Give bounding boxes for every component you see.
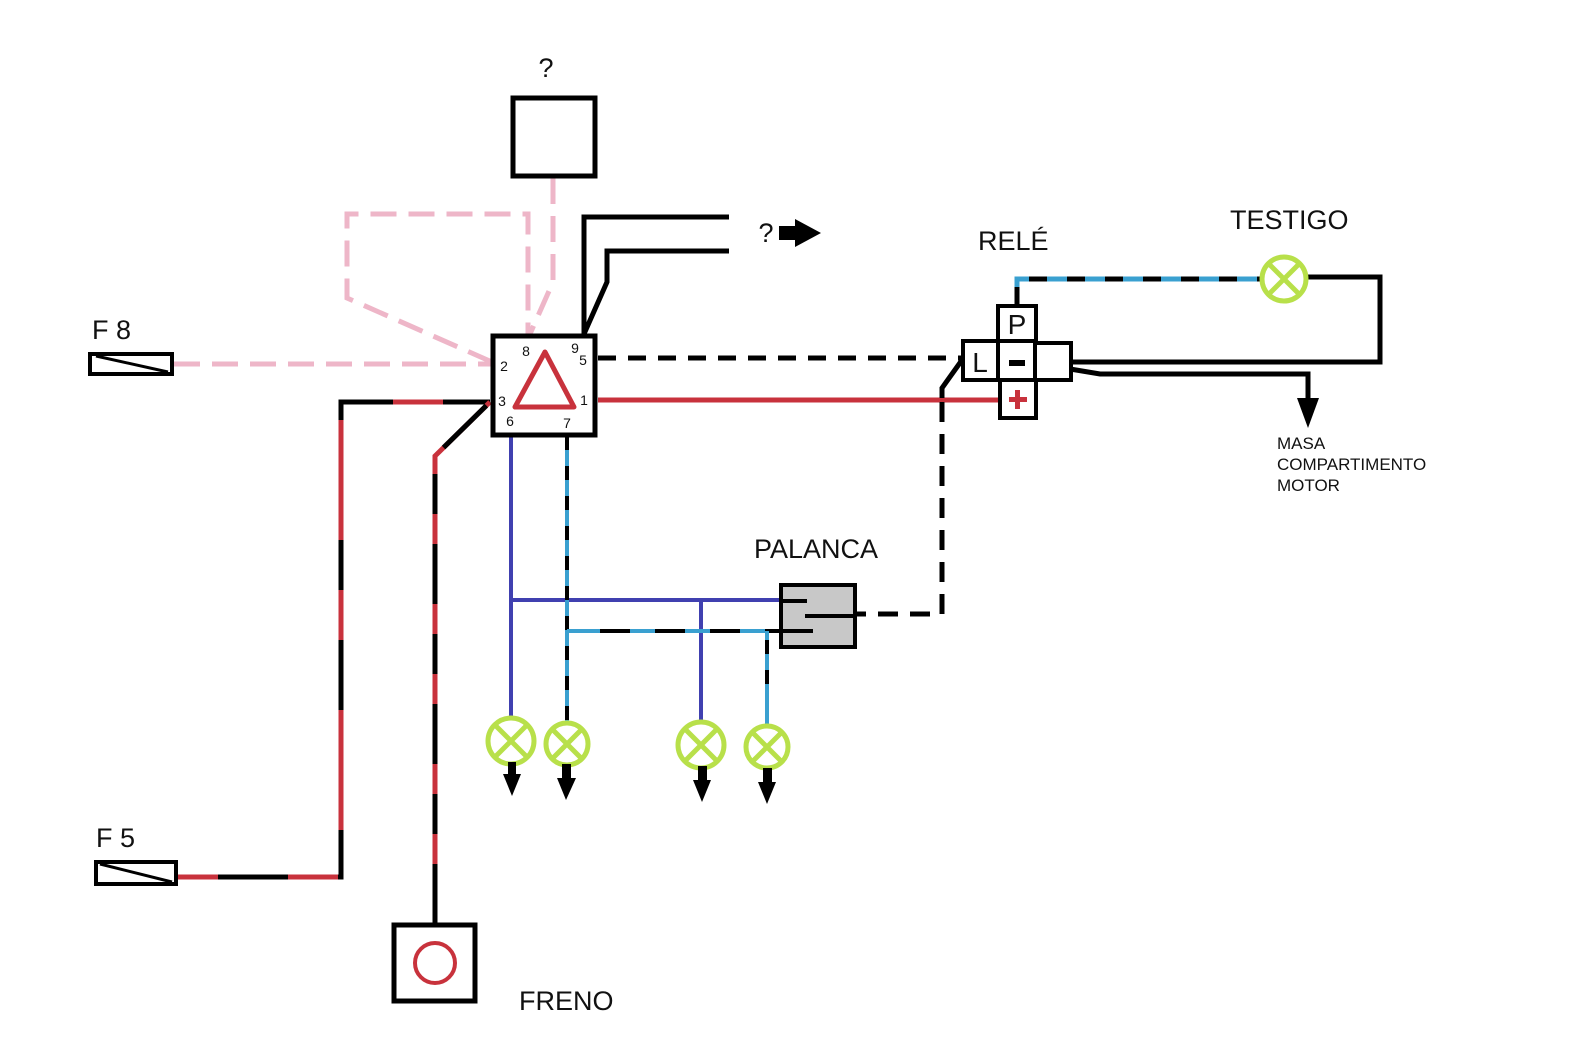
wire-pink-loop <box>344 211 531 365</box>
fuse-f8[interactable] <box>88 352 174 376</box>
wire-pin9-to-unknown <box>581 214 729 336</box>
relay[interactable]: P L <box>961 304 1073 420</box>
fuse-f5[interactable] <box>94 860 178 886</box>
testigo-lamp[interactable] <box>1259 254 1309 304</box>
hazard-triangle-icon <box>512 349 577 410</box>
fuse-f8-label: F 8 <box>92 315 131 345</box>
pin-8: 8 <box>522 343 530 359</box>
pin-9: 9 <box>571 340 579 356</box>
wire-unknown-to-pin8 <box>527 178 556 336</box>
wire-testigo-to-relay-minus <box>1040 274 1383 365</box>
masa-label-1: MASA <box>1277 434 1326 453</box>
ground-arrow-icon <box>1297 398 1319 428</box>
wire-pin7-cyan <box>565 436 782 724</box>
unknown-arrow-label: ? <box>758 218 773 248</box>
pin-1: 1 <box>580 392 588 408</box>
ground-arrow-icon <box>503 774 521 796</box>
lamp-4[interactable] <box>743 723 791 804</box>
relay-terminal-l: L <box>972 347 988 378</box>
pin-5: 5 <box>579 352 587 368</box>
wire-relay-l-to-palanca <box>939 358 965 398</box>
wire-relay-l-to-palanca-dashed <box>857 402 945 617</box>
masa-label-3: MOTOR <box>1277 476 1340 495</box>
ground-arrow-icon <box>557 778 576 800</box>
pin-2: 2 <box>500 358 508 374</box>
wire-f5-to-pin3 <box>178 399 490 880</box>
wire-relay-p-to-testigo <box>1014 276 1260 305</box>
hazard-switch[interactable]: 8 9 5 2 3 1 6 7 <box>490 333 598 438</box>
lamp-2[interactable] <box>543 720 591 800</box>
relay-terminal-plus <box>1009 390 1027 409</box>
right-arrow-icon <box>779 219 821 247</box>
pin-7: 7 <box>563 415 571 431</box>
relay-label: RELÉ <box>978 226 1049 256</box>
relay-terminal-minus <box>1009 360 1025 366</box>
unknown-box-label: ? <box>538 53 553 83</box>
testigo-label: TESTIGO <box>1230 205 1349 235</box>
palanca[interactable] <box>779 583 857 649</box>
palanca-label: PALANCA <box>754 534 878 564</box>
relay-terminal-p: P <box>1008 309 1027 340</box>
ground-arrow-icon <box>693 780 711 802</box>
pin-6: 6 <box>506 413 514 429</box>
unknown-box[interactable] <box>510 95 598 179</box>
ground-arrow-icon <box>758 782 776 804</box>
wire-freno-to-pin3 <box>432 400 492 924</box>
wire-relay-minus-to-ground <box>1039 361 1311 400</box>
lamp-3[interactable] <box>675 719 727 802</box>
lamp-1[interactable] <box>485 715 537 796</box>
fuse-f5-label: F 5 <box>96 823 135 853</box>
freno-switch[interactable] <box>391 922 478 1004</box>
freno-label: FRENO <box>519 986 614 1016</box>
wire-pin6-blue <box>509 436 782 722</box>
pin-3: 3 <box>498 393 506 409</box>
masa-label-2: COMPARTIMENTO <box>1277 455 1426 474</box>
